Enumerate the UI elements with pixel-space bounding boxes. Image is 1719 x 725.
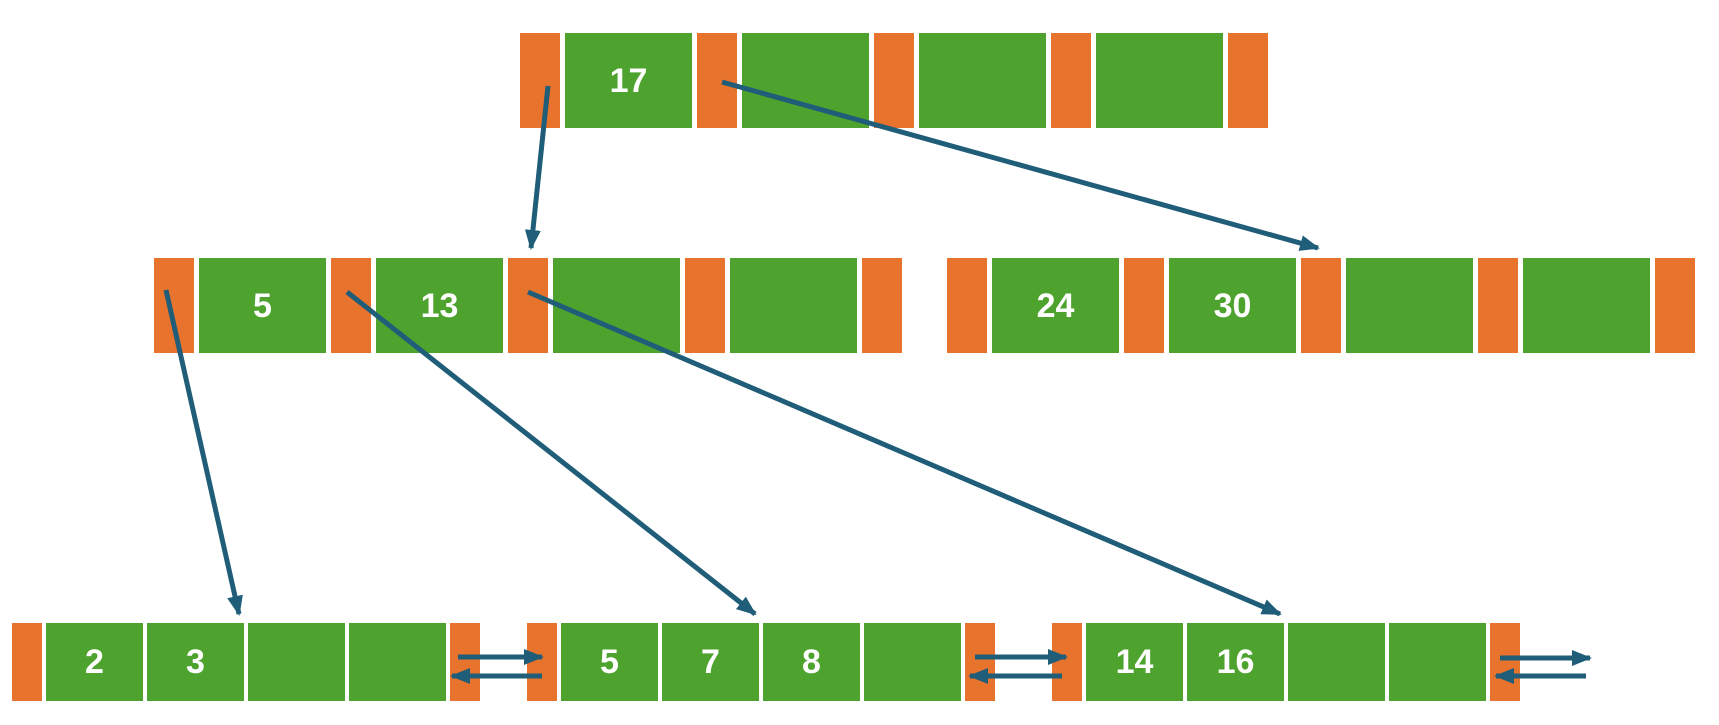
leaf-node-1: 2 3	[12, 623, 480, 701]
next-pointer-cell	[450, 623, 480, 701]
leaf-node-2: 5 7 8	[527, 623, 995, 701]
leaf-node-3: 14 16	[1052, 623, 1520, 701]
pointer-cell	[154, 258, 194, 353]
key-cell	[1346, 258, 1473, 353]
root-node: 17	[520, 33, 1268, 128]
pointer-cell	[862, 258, 902, 353]
key-cell: 13	[376, 258, 503, 353]
pointer-cell	[1478, 258, 1518, 353]
key-cell: 8	[763, 623, 860, 701]
prev-pointer-cell	[1052, 623, 1082, 701]
internal-node-left: 5 13	[154, 258, 902, 353]
pointer-cell	[331, 258, 371, 353]
key-cell: 5	[561, 623, 658, 701]
key-cell: 16	[1187, 623, 1284, 701]
pointer-cell	[520, 33, 560, 128]
key-cell: 30	[1169, 258, 1296, 353]
key-cell	[919, 33, 1046, 128]
key-cell	[730, 258, 857, 353]
key-cell	[864, 623, 961, 701]
pointer-cell	[947, 258, 987, 353]
prev-pointer-cell	[527, 623, 557, 701]
key-cell: 3	[147, 623, 244, 701]
key-cell	[742, 33, 869, 128]
key-cell	[1096, 33, 1223, 128]
pointer-cell	[874, 33, 914, 128]
key-cell: 5	[199, 258, 326, 353]
pointer-cell	[1655, 258, 1695, 353]
key-cell	[553, 258, 680, 353]
key-cell	[349, 623, 446, 701]
pointer-cell	[1051, 33, 1091, 128]
key-cell	[1523, 258, 1650, 353]
prev-pointer-cell	[12, 623, 42, 701]
next-pointer-cell	[965, 623, 995, 701]
pointer-cell	[1228, 33, 1268, 128]
internal-node-right: 24 30	[947, 258, 1695, 353]
pointer-cell	[508, 258, 548, 353]
pointer-cell	[1301, 258, 1341, 353]
key-cell	[1389, 623, 1486, 701]
pointer-cell	[685, 258, 725, 353]
next-pointer-cell	[1490, 623, 1520, 701]
key-cell	[248, 623, 345, 701]
key-cell: 17	[565, 33, 692, 128]
key-cell: 7	[662, 623, 759, 701]
key-cell: 2	[46, 623, 143, 701]
key-cell: 24	[992, 258, 1119, 353]
pointer-cell	[1124, 258, 1164, 353]
pointer-cell	[697, 33, 737, 128]
key-cell: 14	[1086, 623, 1183, 701]
key-cell	[1288, 623, 1385, 701]
